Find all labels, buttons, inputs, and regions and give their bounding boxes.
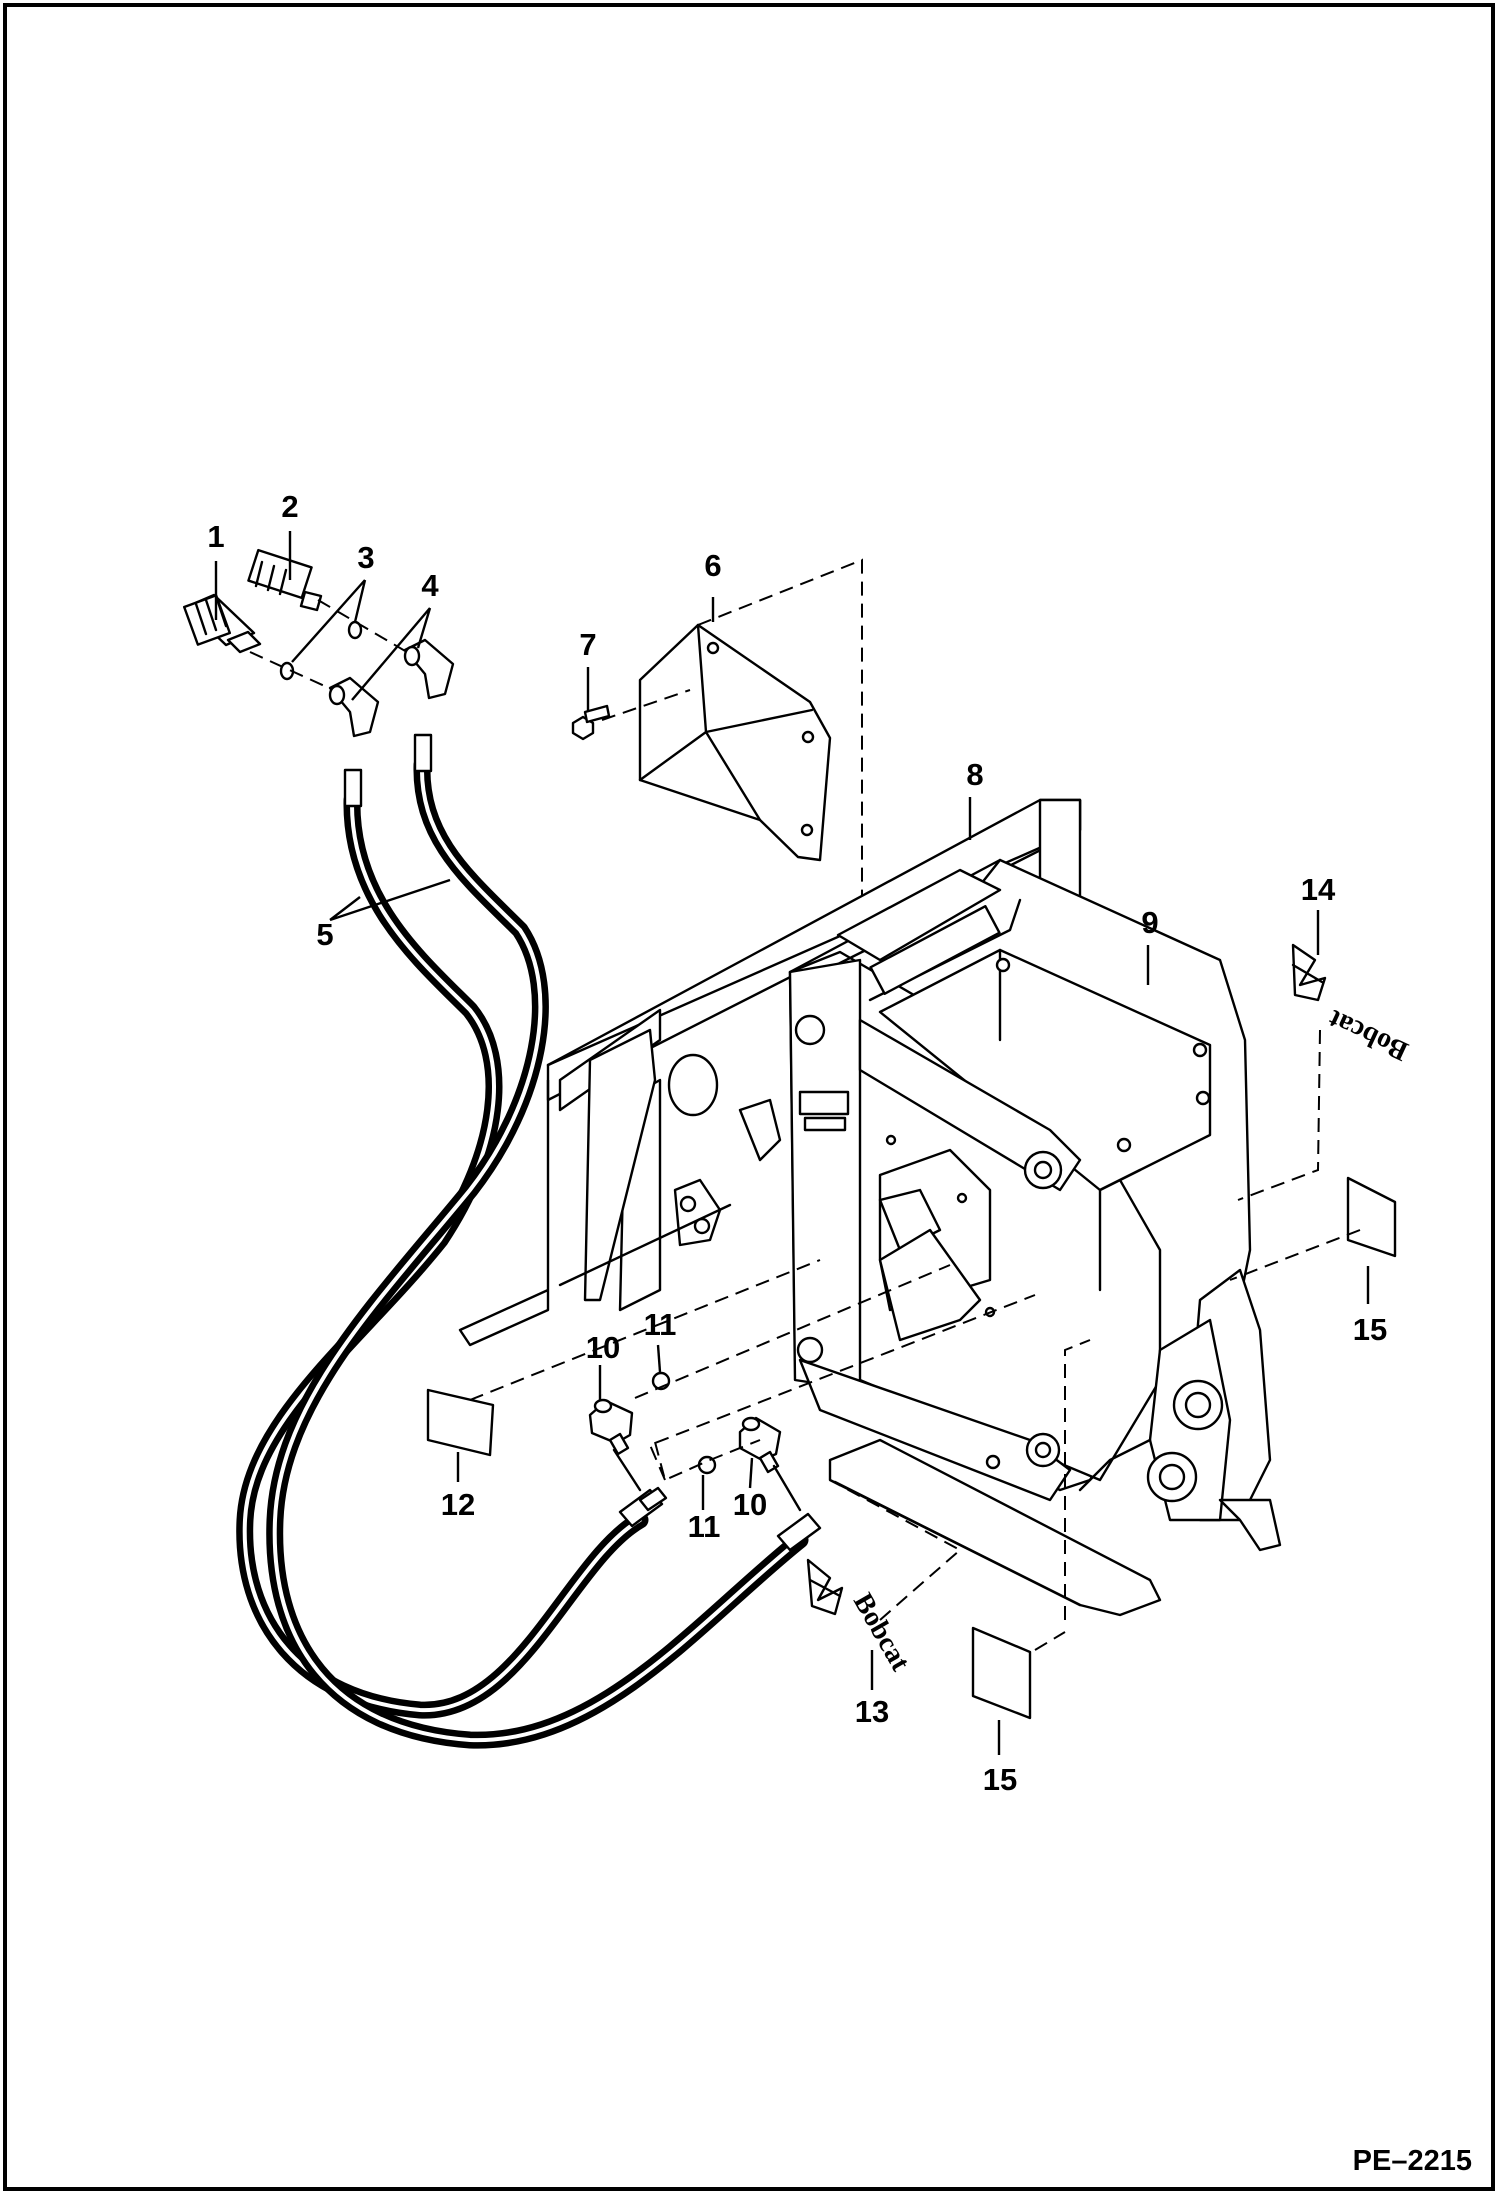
callout-2: 2 [281,489,298,524]
centerline-couplers [249,599,413,694]
decal-15-bottom [971,1626,1032,1720]
hose-assembly-left [236,791,649,1719]
fitting-to-hose-line [612,1448,802,1512]
compactor-body [788,858,1282,1617]
quick-coupler-male [247,548,323,612]
cover-guard [638,623,832,862]
guide-decal-15-bottom [1034,1339,1091,1651]
guide-decal-12 [469,1259,821,1401]
adapter-fitting-lower [738,1416,782,1474]
decal-14-bobcat-logo: Bobcat [1291,943,1413,1067]
hose-end-fittings [343,733,822,1552]
hose-assembly-right [266,756,809,1749]
callout-14: 14 [1301,872,1336,907]
mounting-frame [458,798,1082,1347]
callout-10-upper: 10 [586,1330,620,1365]
guide-decal-13 [829,1479,962,1621]
drawing-code: PE–2215 [1353,2145,1472,2177]
callout-13: 13 [855,1694,889,1729]
diagram-border [3,3,1495,2191]
callout-6: 6 [704,548,721,583]
callout-1: 1 [207,519,224,554]
callout-11-upper: 11 [644,1307,677,1342]
decal-14-brand-text: Bobcat [1323,1003,1413,1067]
decal-12 [426,1388,495,1457]
adapter-fitting-upper [588,1398,634,1456]
callout-11-lower: 11 [688,1509,721,1544]
quick-coupler-female [182,593,262,654]
callout-5: 5 [316,917,333,952]
elbow-fitting-left [328,676,380,738]
decal-13-brand-text: Bobcat [847,1588,916,1677]
callout-8: 8 [966,757,983,792]
guide-decal-15-right [1229,1229,1361,1281]
elbow-fitting-right [403,638,455,700]
decal-15-right [1346,1176,1397,1258]
callout-10-lower: 10 [733,1487,767,1522]
callout-7: 7 [579,627,596,662]
leader-lines [214,531,1370,1755]
callout-4: 4 [421,568,439,603]
cap-screw [571,704,611,741]
callout-3: 3 [357,540,374,575]
callout-15-right: 15 [1353,1312,1387,1347]
callout-15-bottom: 15 [983,1762,1017,1797]
callout-9: 9 [1141,905,1158,940]
guide-fittings [634,1264,1036,1482]
callout-12: 12 [441,1487,475,1522]
decal-13-bobcat-logo: Bobcat [806,1558,916,1677]
guide-decal-14 [1237,1029,1321,1201]
